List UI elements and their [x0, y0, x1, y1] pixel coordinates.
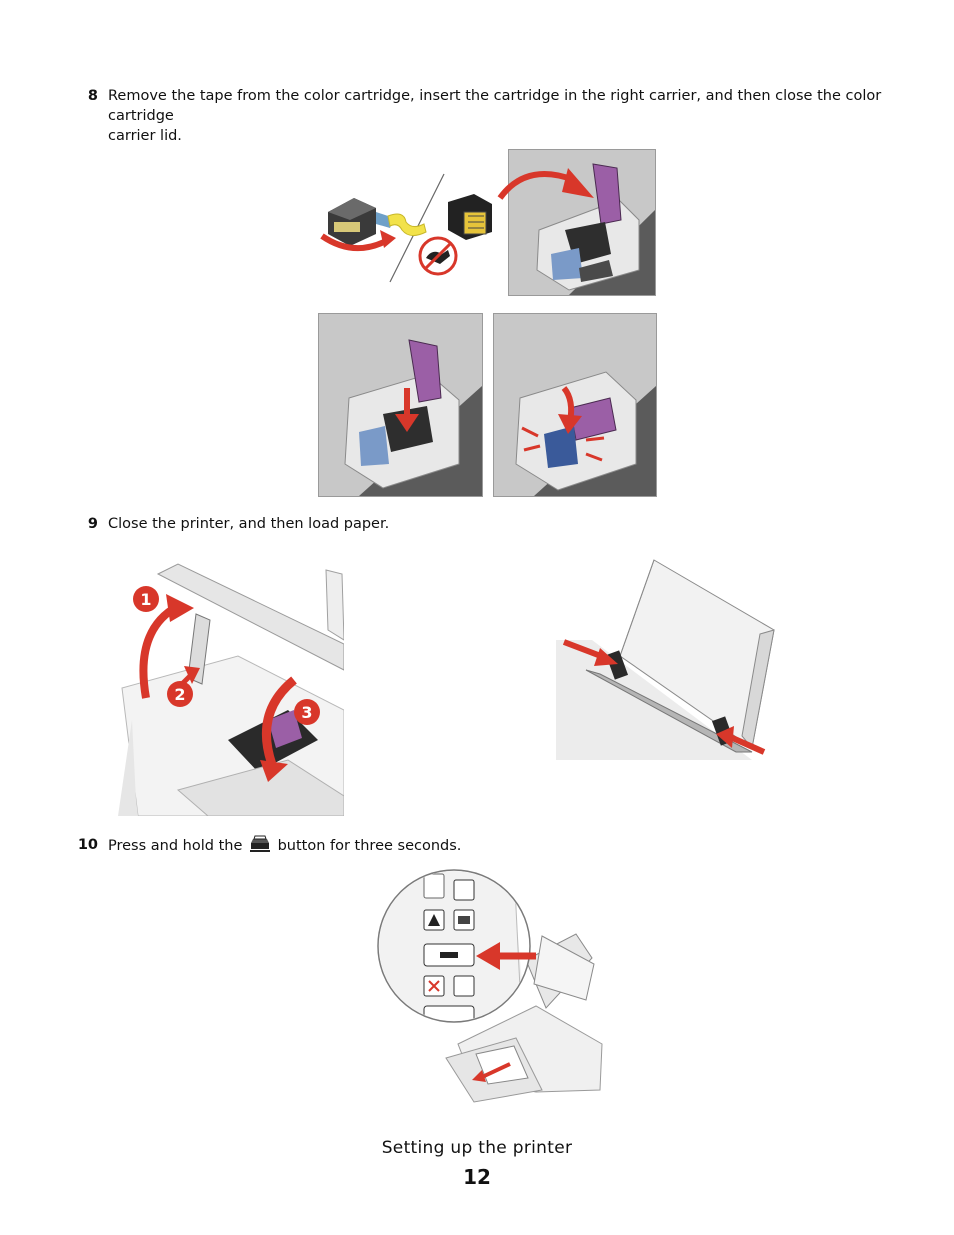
copy-start-icon	[249, 835, 270, 852]
insert-arrow-icon	[497, 168, 594, 200]
svg-text:2: 2	[174, 685, 185, 704]
step-text-line: Remove the tape from the color cartridge…	[108, 88, 882, 124]
svg-text:3: 3	[301, 703, 312, 722]
callout-1: 1	[133, 586, 159, 612]
step-number: 10	[77, 837, 98, 853]
cartridge-contacts-icon	[448, 194, 492, 240]
close-printer-illustration: 1 2 3	[118, 563, 344, 816]
step-text-line: carrier lid.	[108, 128, 182, 144]
svg-text:1: 1	[140, 590, 151, 609]
close-lid-panel-1	[318, 313, 483, 497]
step-number: 9	[87, 516, 98, 532]
step-text: Remove the tape from the color cartridge…	[108, 86, 898, 146]
do-not-touch-icon	[418, 236, 458, 276]
remove-tape-illustration	[320, 173, 492, 283]
callout-3: 3	[294, 699, 320, 725]
color-cartridge-icon	[328, 198, 394, 246]
step-text: Press and hold the button for three seco…	[108, 835, 461, 856]
callout-2: 2	[167, 681, 193, 707]
step-text-before: Press and hold the	[108, 838, 243, 854]
control-panel-illustration	[377, 869, 603, 1103]
step-number: 8	[87, 88, 98, 104]
page-number: 12	[463, 1165, 491, 1189]
step-text-after: button for three seconds.	[277, 838, 462, 854]
insert-cartridge-panel	[508, 149, 656, 296]
step-text: Close the printer, and then load paper.	[108, 516, 390, 532]
close-lid-panel-2	[493, 313, 657, 497]
load-paper-illustration	[556, 559, 775, 760]
section-title: Setting up the printer	[381, 1138, 573, 1158]
